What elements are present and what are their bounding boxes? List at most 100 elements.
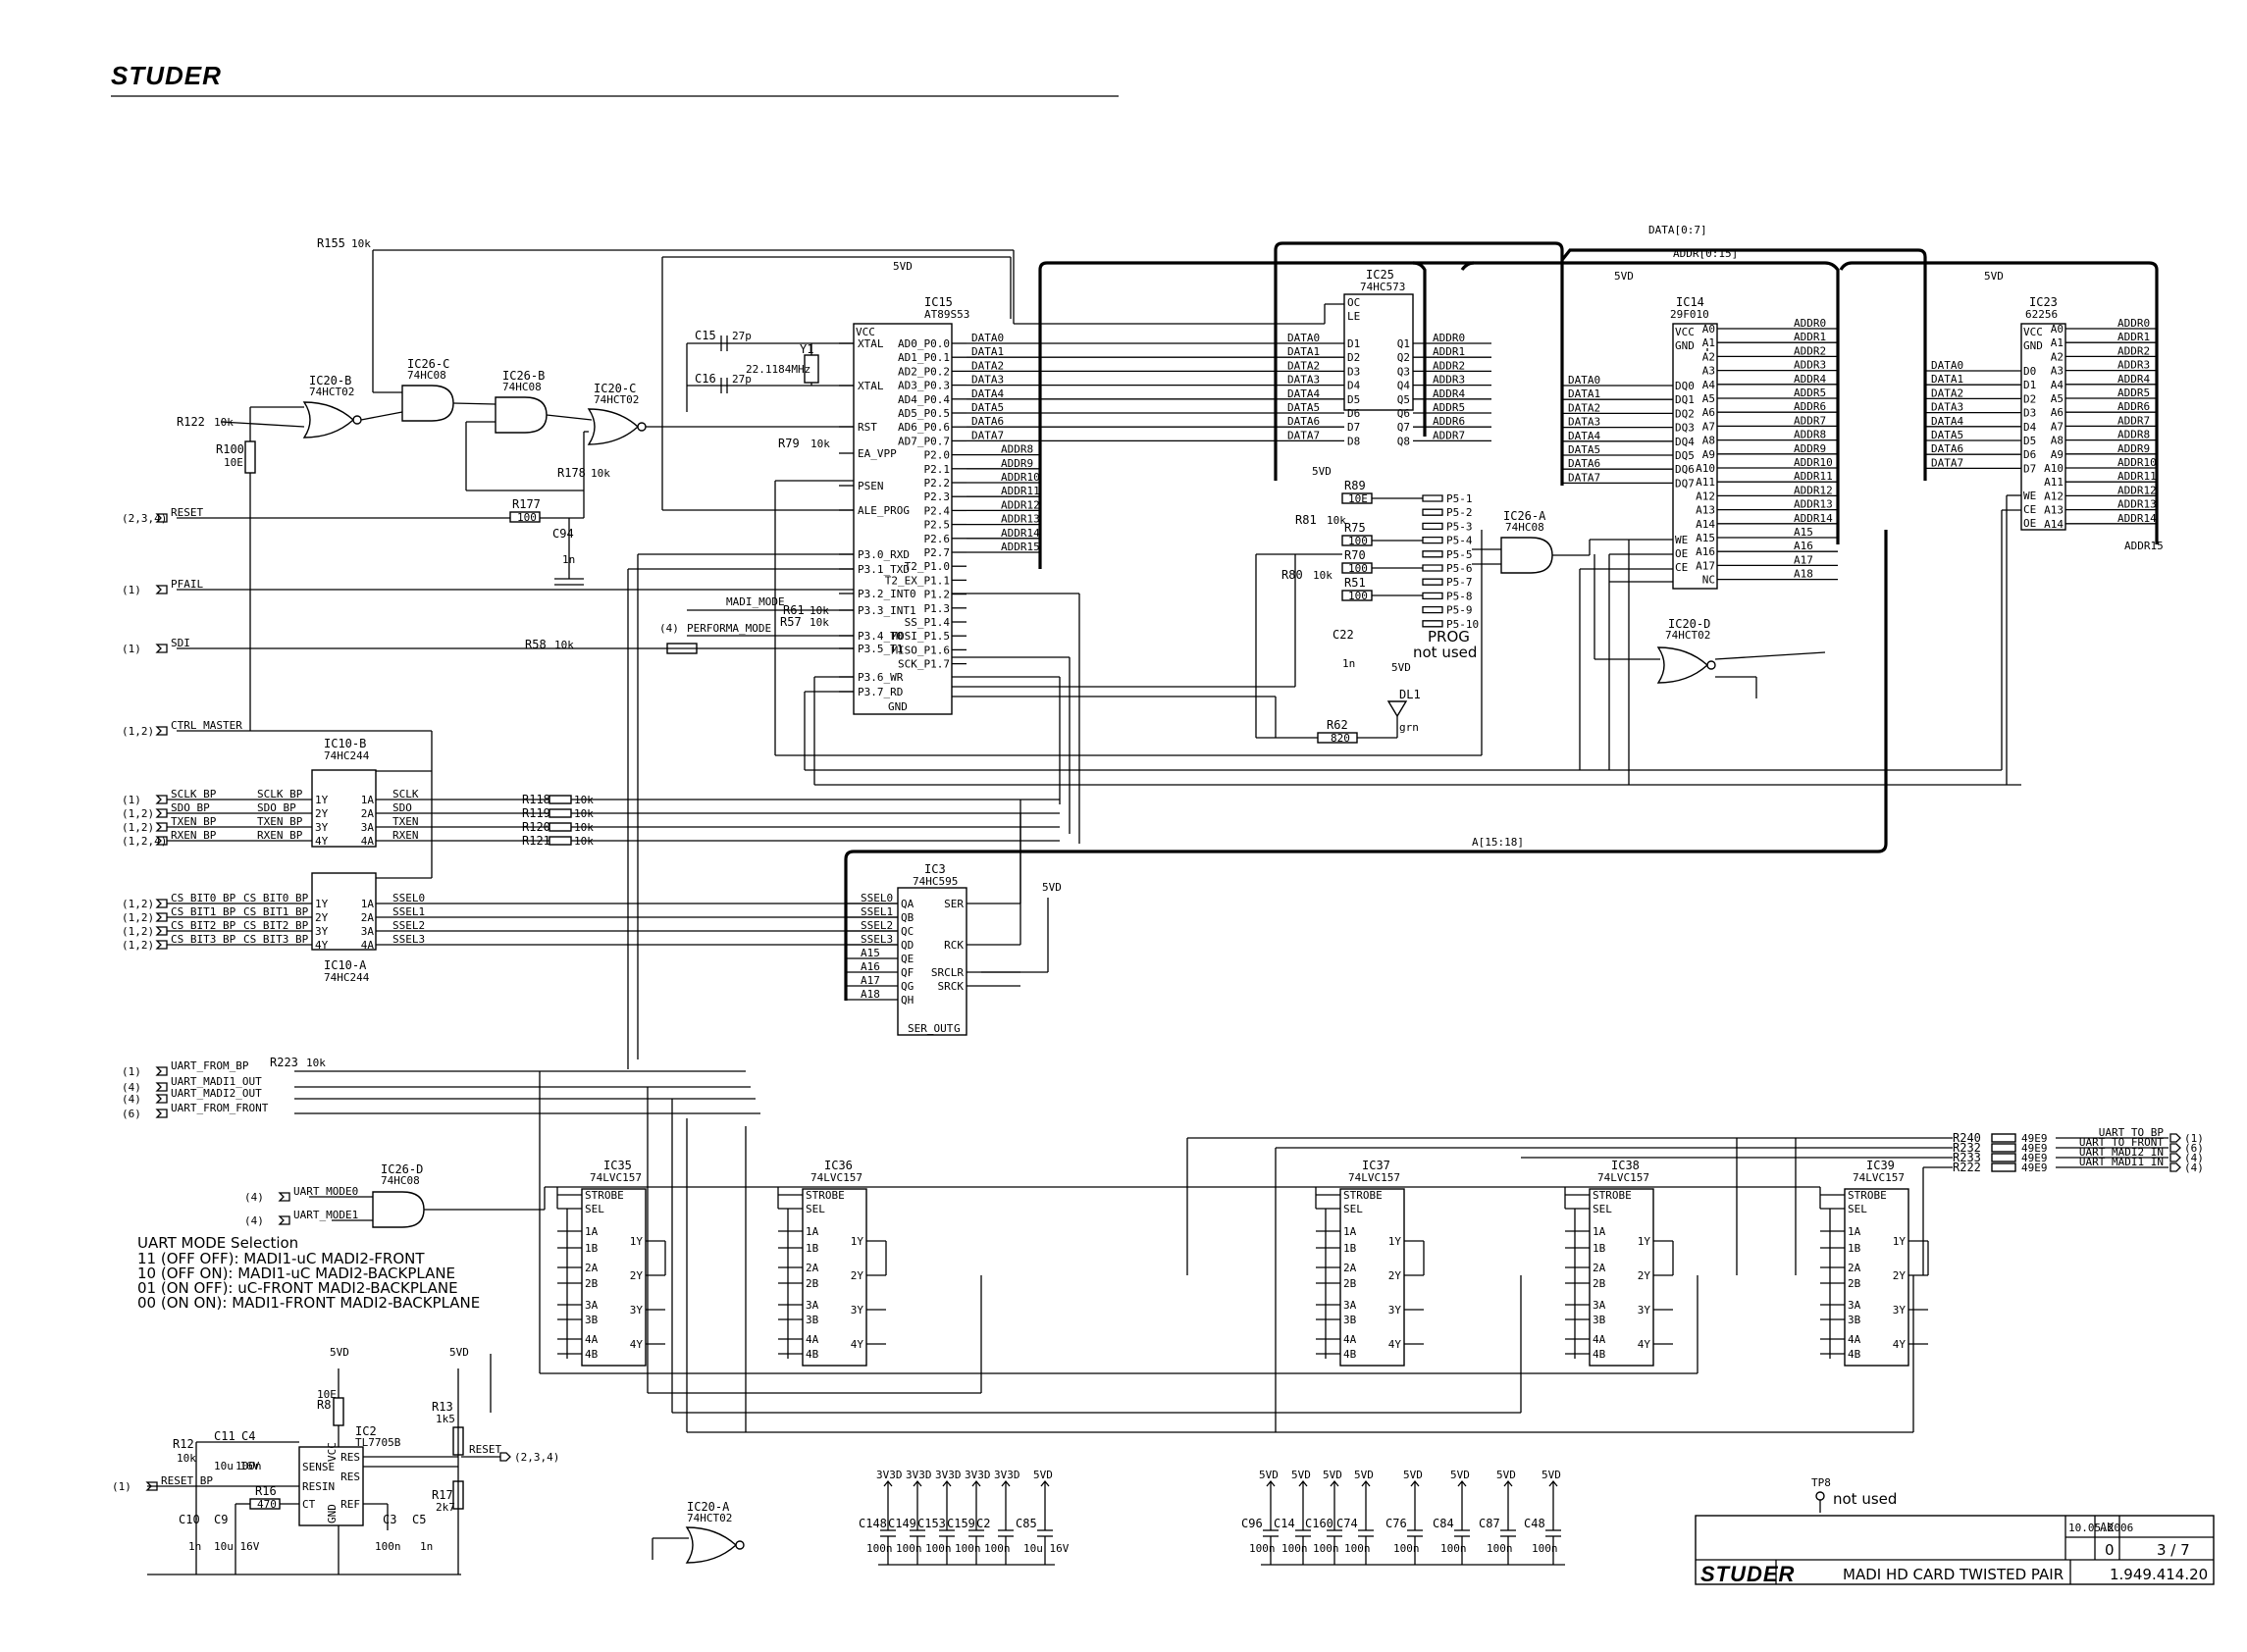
- svg-text:3A: 3A: [1343, 1299, 1357, 1312]
- svg-text:1B: 1B: [585, 1242, 599, 1255]
- svg-text:3Y: 3Y: [1388, 1304, 1402, 1316]
- svg-text:ADDR6: ADDR6: [2117, 400, 2150, 413]
- svg-text:SSEL2: SSEL2: [861, 919, 893, 932]
- svg-text:STROBE: STROBE: [806, 1189, 845, 1202]
- svg-text:TL7705B: TL7705B: [355, 1436, 401, 1449]
- svg-text:C74: C74: [1336, 1517, 1358, 1530]
- ic15: IC15 AT89S53 VCC GND XTALXTALRSTEA_VPPPS…: [839, 295, 1276, 715]
- svg-text:100n: 100n: [955, 1542, 981, 1555]
- svg-text:A2: A2: [1702, 350, 1715, 363]
- svg-text:3A: 3A: [1593, 1299, 1606, 1312]
- gate-ic26c: IC26-C 74HC08: [401, 357, 454, 422]
- svg-text:ADDR9: ADDR9: [1794, 442, 1826, 455]
- svg-text:A3: A3: [2051, 365, 2064, 378]
- svg-text:1Y: 1Y: [1638, 1235, 1651, 1248]
- svg-text:VCC: VCC: [326, 1442, 339, 1462]
- svg-text:2A: 2A: [1848, 1262, 1861, 1274]
- port-cs-bit0-bp: (1,2)CS_BIT0_BP: [122, 892, 236, 910]
- svg-text:2B: 2B: [1343, 1277, 1357, 1290]
- svg-text:49E9: 49E9: [2021, 1132, 2048, 1145]
- svg-text:C153: C153: [917, 1517, 946, 1530]
- svg-text:C16: C16: [695, 372, 716, 386]
- svg-text:3V3D: 3V3D: [876, 1469, 903, 1481]
- port-cs-bit2-bp: (1,2)CS_BIT2_BP: [122, 919, 236, 938]
- uart-mode-ports: (4)UART_MODE0(4)UART_MODE1: [244, 1185, 358, 1227]
- svg-text:49E9: 49E9: [2021, 1142, 2048, 1155]
- svg-text:A0: A0: [2051, 323, 2064, 336]
- svg-text:ADDR9: ADDR9: [1001, 457, 1033, 470]
- svg-text:DQ2: DQ2: [1675, 407, 1695, 420]
- svg-text:GND: GND: [2023, 339, 2043, 352]
- svg-text:A13: A13: [1696, 504, 1715, 517]
- svg-text:Q5: Q5: [1397, 393, 1410, 406]
- svg-text:SEL: SEL: [1343, 1203, 1363, 1215]
- svg-text:5VD: 5VD: [1312, 465, 1332, 478]
- svg-text:DATA3: DATA3: [1568, 416, 1600, 429]
- ic37: IC3774LVC157STROBESEL1A1B2A2B3A3B4A4B1Y2…: [1315, 1159, 1425, 1367]
- gate-ic26b: IC26-B 74HC08: [495, 369, 548, 434]
- svg-text:(1): (1): [2184, 1132, 2204, 1145]
- ic15-pin-label: P2.6: [924, 533, 951, 545]
- svg-text:2Y: 2Y: [1893, 1269, 1907, 1282]
- svg-text:ADDR0: ADDR0: [1433, 332, 1465, 344]
- ic15-pin-label: AD4_P0.4: [898, 393, 950, 406]
- svg-text:4A: 4A: [1848, 1333, 1861, 1346]
- svg-text:10k: 10k: [810, 604, 829, 617]
- uart-wiring: [490, 1071, 1953, 1433]
- svg-text:SER_OUT: SER_OUT: [908, 1022, 954, 1035]
- svg-text:4A: 4A: [585, 1333, 599, 1346]
- svg-text:RESIN: RESIN: [302, 1480, 335, 1493]
- svg-text:R119: R119: [522, 806, 550, 820]
- svg-text:(1,2): (1,2): [122, 821, 154, 834]
- svg-text:D4: D4: [1347, 380, 1361, 392]
- svg-text:C94: C94: [552, 527, 574, 541]
- svg-text:C160: C160: [1305, 1517, 1333, 1530]
- svg-text:R61: R61: [783, 603, 805, 617]
- svg-text:5VD: 5VD: [1542, 1469, 1561, 1481]
- svg-text:2Y: 2Y: [315, 807, 329, 820]
- svg-text:1Y: 1Y: [630, 1235, 644, 1248]
- ic15-pin-label: P3.5_T1: [858, 643, 903, 655]
- svg-text:R75: R75: [1344, 521, 1366, 535]
- svg-text:A9: A9: [1702, 448, 1715, 461]
- svg-text:SEL: SEL: [1593, 1203, 1612, 1215]
- port-txen-bp: (1,2)TXEN_BP: [122, 815, 217, 834]
- svg-text:ADDR11: ADDR11: [2117, 470, 2157, 483]
- svg-text:QD: QD: [901, 939, 914, 952]
- decoupling-3v3: 3V3DC148100n3V3DC149100n3V3DC153100n3V3D…: [859, 1469, 1070, 1566]
- svg-text:1Y: 1Y: [315, 898, 329, 910]
- svg-text:2k7: 2k7: [436, 1501, 455, 1514]
- svg-text:C76: C76: [1385, 1517, 1407, 1530]
- ic15-pin-label: P2.1: [924, 463, 951, 476]
- port-uart-madi2-out: (4)UART_MADI2_OUT: [122, 1087, 262, 1106]
- svg-text:470: 470: [257, 1498, 277, 1511]
- svg-text:ADDR12: ADDR12: [1794, 484, 1833, 496]
- svg-text:62256: 62256: [2025, 308, 2058, 321]
- svg-text:RESET: RESET: [469, 1443, 501, 1456]
- ic15-pin-label: AD3_P0.3: [898, 380, 950, 392]
- svg-text:1n: 1n: [188, 1540, 201, 1553]
- svg-text:74LVC157: 74LVC157: [1348, 1171, 1400, 1184]
- svg-text:C84: C84: [1433, 1517, 1454, 1530]
- svg-text:5VD: 5VD: [1403, 1469, 1423, 1481]
- svg-text:10u 16V: 10u 16V: [1023, 1542, 1070, 1555]
- svg-text:ADDR15: ADDR15: [1001, 541, 1040, 553]
- svg-text:ADDR15: ADDR15: [2124, 540, 2164, 552]
- svg-text:74HC244: 74HC244: [324, 749, 370, 762]
- svg-text:2A: 2A: [585, 1262, 599, 1274]
- svg-text:Q2: Q2: [1397, 351, 1410, 364]
- svg-text:STROBE: STROBE: [1848, 1189, 1887, 1202]
- svg-text:A10: A10: [2044, 462, 2064, 475]
- svg-text:A1: A1: [2051, 336, 2064, 349]
- ic15-pin-label: T2_P1.0: [905, 560, 950, 573]
- ic15-pin-label: EA_VPP: [858, 447, 897, 460]
- port-reset: (2,3,4)RESET: [122, 506, 203, 525]
- misc-nets: MADI_MODE PERFORMA_MODE (4) R61 10k R57 …: [177, 348, 2021, 1069]
- svg-text:SDO_BP: SDO_BP: [257, 801, 296, 814]
- svg-text:DATA6: DATA6: [1931, 442, 1963, 455]
- svg-text:4A: 4A: [1593, 1333, 1606, 1346]
